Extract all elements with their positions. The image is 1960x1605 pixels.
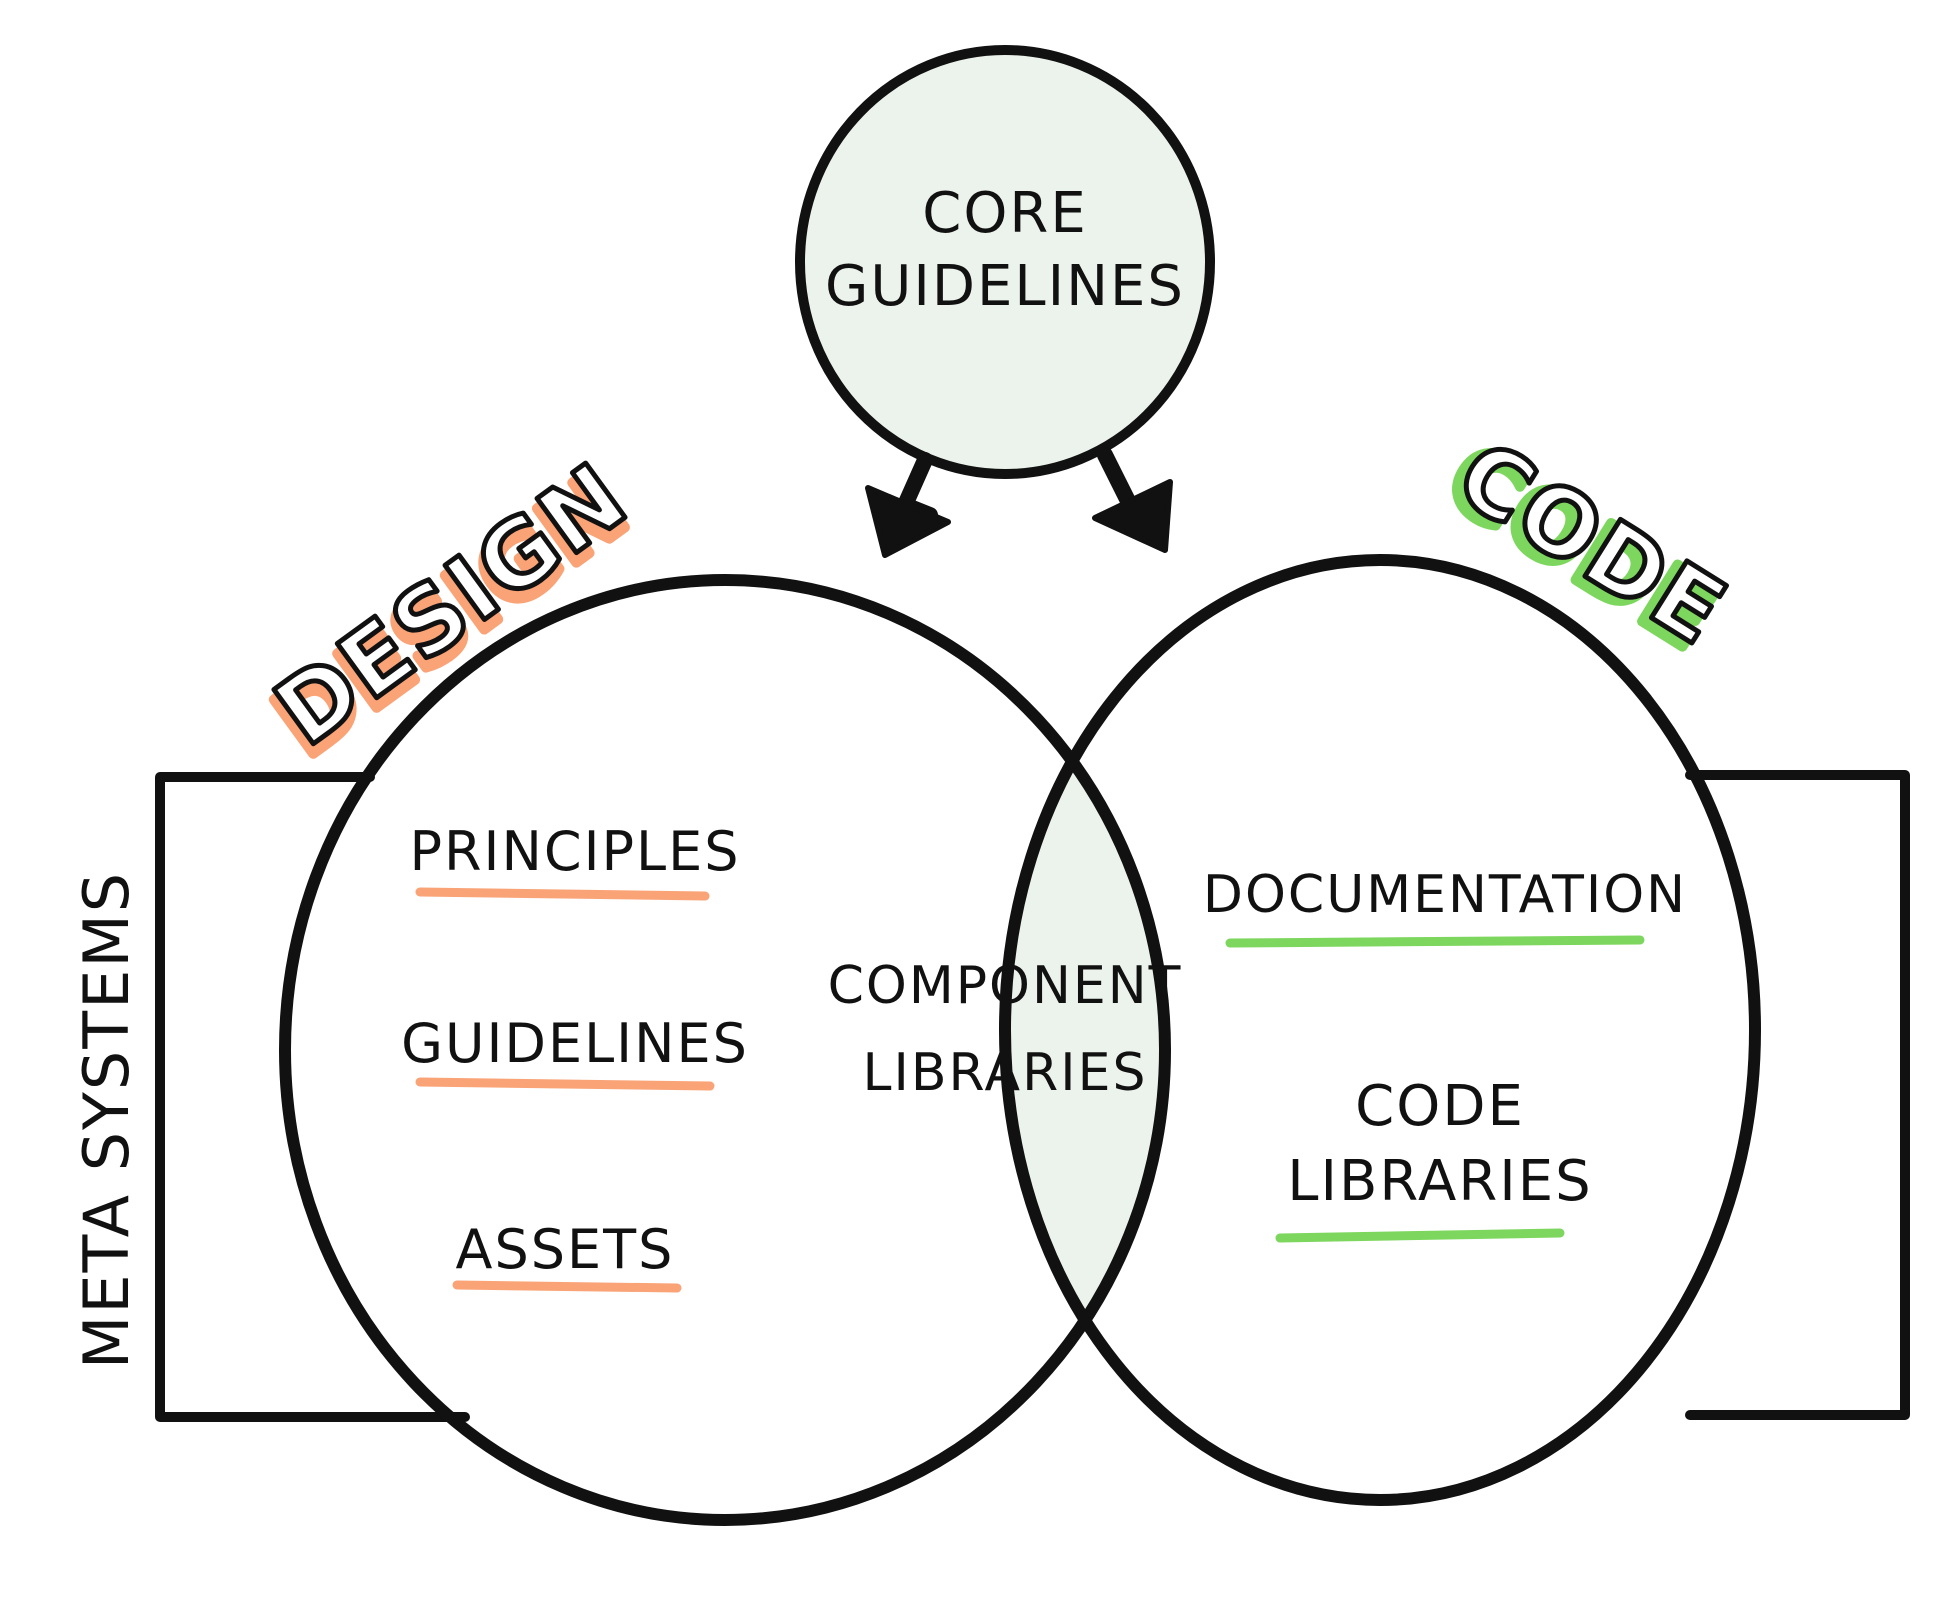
code-libraries-underline: [1275, 1228, 1565, 1243]
code-item-libraries-line2: LIBRARIES: [1287, 1149, 1592, 1214]
overlap-title-line1: COMPONENT: [828, 956, 1183, 1016]
code-item-libraries-line1: CODE: [1355, 1074, 1525, 1139]
core-circle: [795, 45, 1215, 479]
assets-underline: [452, 1280, 682, 1293]
arrow-left-icon: [865, 452, 951, 558]
design-item-principles: PRINCIPLES: [409, 820, 740, 883]
design-circle: [279, 574, 1171, 1526]
core-title-line2: GUIDELINES: [825, 254, 1185, 319]
principles-underline: [415, 887, 710, 901]
overlap-title-line2: LIBRARIES: [863, 1043, 1148, 1103]
code-item-documentation: DOCUMENTATION: [1203, 865, 1687, 925]
guidelines-underline: [415, 1077, 715, 1091]
core-title-line1: CORE: [922, 181, 1087, 246]
documentation-underline: [1225, 935, 1645, 948]
design-item-assets: ASSETS: [456, 1218, 675, 1281]
design-item-guidelines: GUIDELINES: [401, 1012, 749, 1075]
meta-systems-frame: [155, 770, 1910, 1422]
arrow-right-icon: [1092, 447, 1173, 553]
code-circle: [999, 554, 1761, 1506]
design-heading-group: DESIGN DESIGN: [251, 440, 651, 782]
meta-systems-label: META SYSTEMS: [70, 871, 143, 1369]
